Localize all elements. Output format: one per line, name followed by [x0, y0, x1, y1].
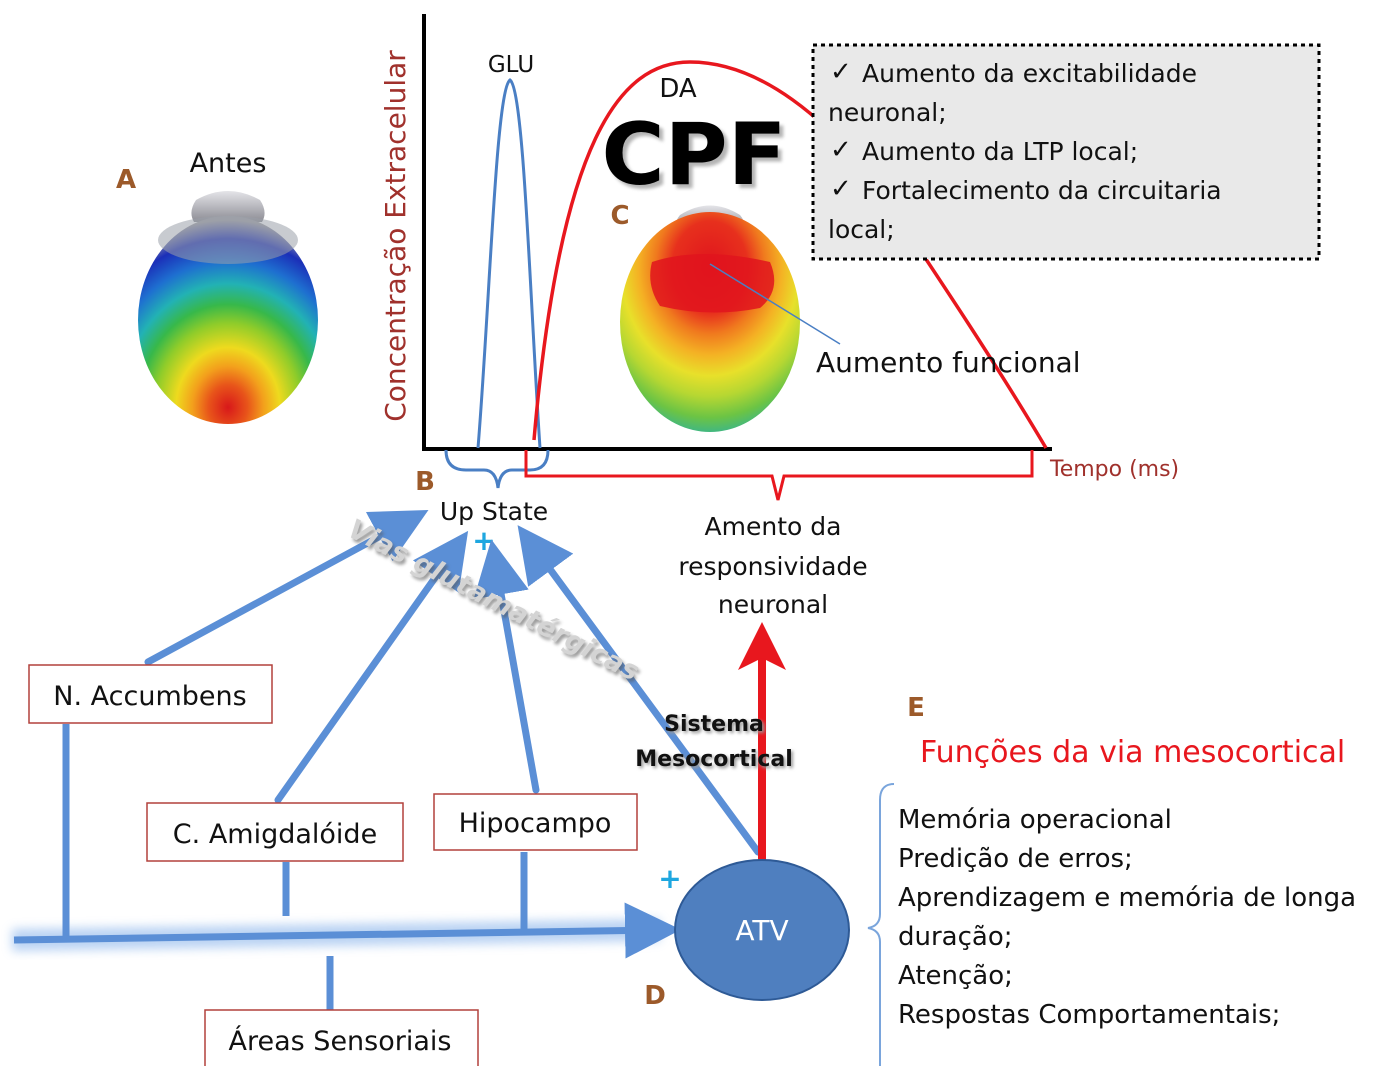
arrow-atv-upstate	[517, 525, 762, 856]
amento-line-3: neuronal	[718, 590, 828, 619]
sistema-mesocortical-label: Sistema Sistema Mesocortical Mesocortica…	[635, 712, 795, 774]
functions-list: Memória operacional Predição de erros; A…	[898, 805, 1356, 1030]
sistema-line-1-shadow: Sistema	[666, 714, 766, 739]
atv-plus: +	[658, 862, 681, 895]
y-axis-label: Concentração Extracelular	[379, 50, 412, 422]
functions-title: Funções da via mesocortical	[920, 735, 1345, 770]
aumento-funcional-pointer	[709, 263, 841, 345]
effects-line-2: neuronal;	[828, 98, 947, 127]
effects-check-1: ✓	[830, 57, 852, 87]
function-item-3: Aprendizagem e memória de longa	[898, 883, 1356, 913]
effects-check-3: ✓	[830, 174, 852, 204]
up-state-plus: +	[472, 524, 495, 557]
sistema-line-2: Mesocortical	[635, 747, 793, 772]
sistema-line-2-shadow: Mesocortical	[637, 749, 795, 774]
source-hipocampo-label: Hipocampo	[459, 808, 612, 839]
cpf-label: CPF	[602, 105, 787, 205]
arrow-amigdaloide-upstate	[274, 530, 469, 804]
amento-line-1: Amento da	[705, 512, 842, 541]
da-curve	[532, 60, 1048, 449]
glu-label: GLU	[488, 52, 534, 78]
atv-node	[674, 859, 850, 1001]
amento-line-2: responsividade	[678, 552, 867, 581]
responsividade-brace	[524, 450, 1034, 501]
x-axis-label: Tempo (ms)	[1049, 457, 1179, 482]
function-item-4: duração;	[898, 922, 1013, 952]
source-accumbens-label: N. Accumbens	[53, 681, 246, 712]
source-amigdaloide-label: C. Amigdalóide	[173, 819, 377, 850]
source-connectors	[62, 724, 528, 1010]
effects-list: ✓ Aumento da excitabilidade neuronal; ✓ …	[828, 57, 1222, 244]
up-state-label: Up State	[440, 497, 548, 526]
effects-line-5: local;	[828, 215, 895, 244]
source-amigdaloide-box: C. Amigdalóide	[146, 802, 404, 862]
glutamatergic-arrows	[144, 509, 762, 856]
effects-line-1: Aumento da excitabilidade	[862, 59, 1197, 88]
effects-box	[811, 43, 1321, 261]
source-sensoriais-label: Áreas Sensoriais	[229, 1025, 452, 1057]
glu-curve	[476, 78, 542, 449]
letter-e: E	[907, 693, 925, 723]
function-item-6: Respostas Comportamentais;	[898, 1000, 1280, 1030]
letter-c: C	[610, 201, 629, 231]
up-state-brace	[444, 449, 550, 489]
function-item-2: Predição de erros;	[898, 844, 1133, 874]
functions-brace	[867, 783, 895, 1066]
source-sensoriais-box: Áreas Sensoriais	[204, 1009, 479, 1066]
effects-line-4: Fortalecimento da circuitaria	[862, 176, 1222, 205]
effects-line-3: Aumento da LTP local;	[862, 137, 1138, 166]
arrow-hipocampo-upstate	[473, 539, 540, 794]
cpf-label-shadow: CPF	[606, 109, 791, 209]
effects-check-2: ✓	[830, 135, 852, 165]
input-line	[13, 902, 681, 959]
brain-topography-map-before-icon	[138, 191, 318, 424]
function-item-1: Memória operacional	[898, 805, 1172, 835]
letter-a: A	[116, 165, 136, 195]
source-accumbens-box: N. Accumbens	[28, 664, 273, 724]
aumento-funcional-label: Aumento funcional	[816, 346, 1081, 379]
atv-label: ATV	[735, 914, 788, 947]
letter-d: D	[644, 981, 666, 1011]
arrow-accumbens-upstate	[144, 509, 429, 666]
letter-b: B	[415, 467, 435, 497]
da-label: DA	[659, 74, 697, 104]
source-hipocampo-box: Hipocampo	[433, 793, 638, 851]
sistema-line-1: Sistema	[664, 712, 764, 737]
function-item-5: Atenção;	[898, 961, 1013, 991]
brain-topography-map-cpf-icon	[620, 205, 800, 432]
antes-label: Antes	[190, 148, 267, 179]
